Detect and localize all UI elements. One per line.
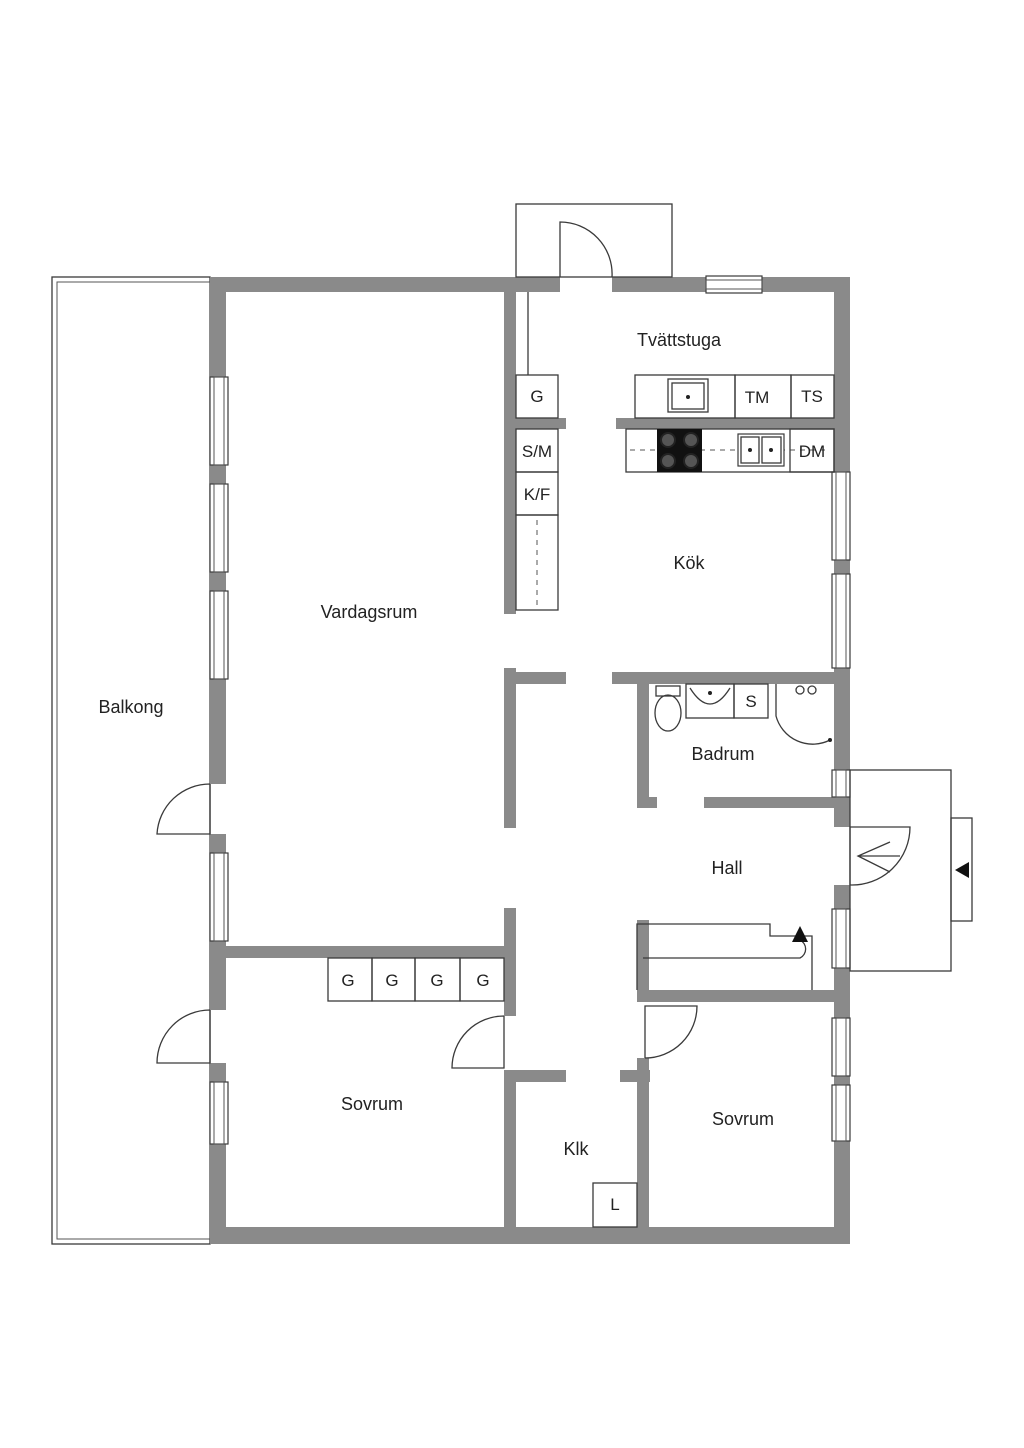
room-label-vardagsrum: Vardagsrum [321,602,418,622]
fixture-label-sm: S/M [522,442,552,461]
room-label-hall: Hall [711,858,742,878]
laundry-fixtures [515,292,835,419]
room-label-balkong: Balkong [98,697,163,717]
kitchen-fixtures [515,428,835,611]
bathroom-fixtures [654,683,832,745]
room-label-tvattstuga: Tvättstuga [637,330,722,350]
balcony-outline [51,276,211,1245]
hall-fixtures [636,923,813,990]
windows [209,275,851,1145]
fixture-label-dm: DM [799,442,825,461]
fixture-label-kf: K/F [524,485,550,504]
fixture-label-g-laundry: G [530,387,543,406]
wardrobe-label: G [385,971,398,990]
room-label-klk: Klk [563,1139,589,1159]
wardrobe-label: G [341,971,354,990]
wardrobe-label: G [476,971,489,990]
room-label-kok: Kök [673,553,705,573]
bedroom-fixtures [327,957,638,1228]
fixture-label-tm: TM [745,388,770,407]
fixture-label-l-closet: L [610,1195,619,1214]
room-label-sovrum-left: Sovrum [341,1094,403,1114]
wardrobe-label: G [430,971,443,990]
interior-walls [226,292,850,1227]
room-label-sovrum-right: Sovrum [712,1109,774,1129]
fixture-label-s-bath: S [745,692,756,711]
fixture-label-ts: TS [801,387,823,406]
doors [156,203,973,1069]
room-label-badrum: Badrum [691,744,754,764]
